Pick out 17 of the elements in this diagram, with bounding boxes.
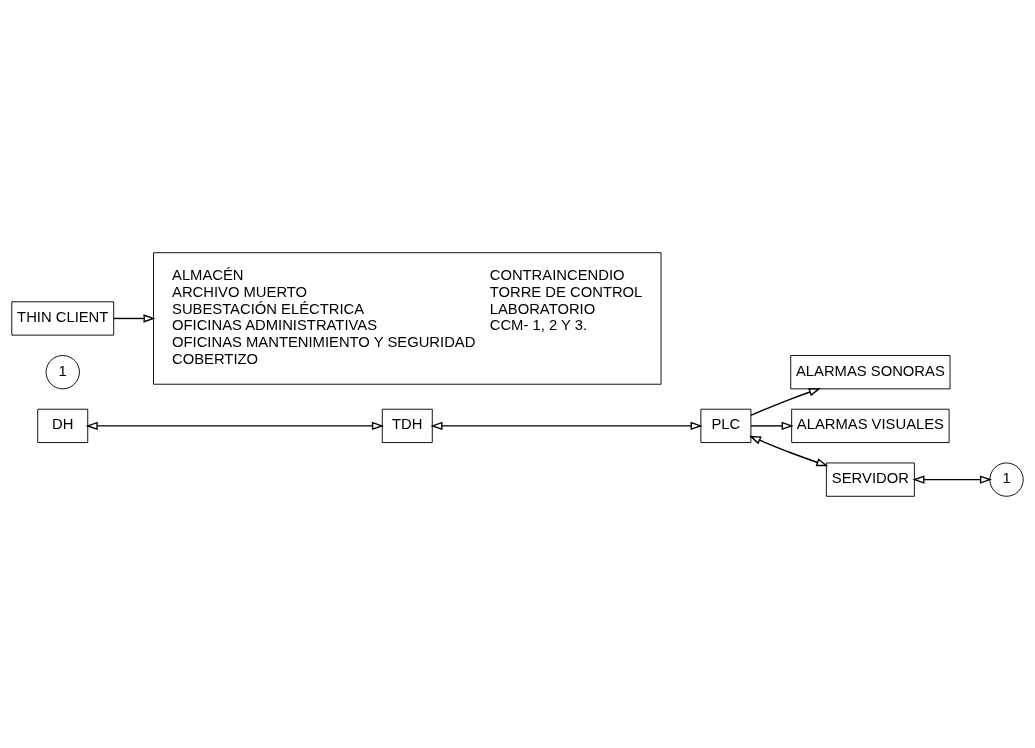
arrow bbox=[750, 421, 794, 430]
node-box: THIN CLIENT bbox=[11, 300, 115, 336]
node-box: PLC bbox=[700, 408, 752, 443]
node-box: ALMACÉN ARCHIVO MUERTO SUBESTACIÓN ELÉCTRICA OFICINAS ADMINISTRATIVAS OFICINAS MANTENIMIENTO Y SEGURIDAD COBERTIZO CONTRAINCENDIO TORRE DE CONTROL LABORATORIO CCM- 1, 2 Y 3. bbox=[153, 251, 662, 385]
node-circle: 1 bbox=[989, 462, 1024, 497]
arrow bbox=[750, 387, 821, 416]
node-box: ALARMAS VISUALES bbox=[791, 408, 950, 443]
arrow bbox=[749, 435, 829, 466]
arrow bbox=[430, 421, 703, 430]
arrow bbox=[113, 313, 156, 323]
node-box: TDH bbox=[381, 408, 433, 443]
arrow bbox=[85, 421, 384, 430]
node-box: SERVIDOR bbox=[825, 462, 915, 497]
node-box: DH bbox=[37, 408, 89, 443]
arrow bbox=[912, 474, 992, 484]
node-circle: 1 bbox=[45, 354, 80, 389]
node-box: ALARMAS SONORAS bbox=[790, 354, 951, 389]
